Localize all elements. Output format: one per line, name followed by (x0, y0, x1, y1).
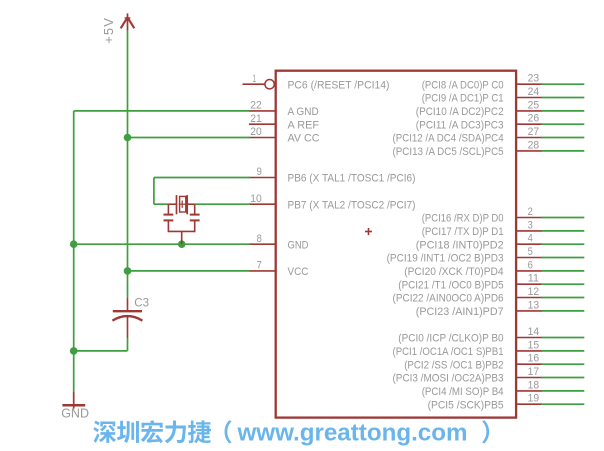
svg-text:17: 17 (528, 366, 540, 378)
svg-text:13: 13 (528, 299, 540, 311)
svg-text:(PCI23 /AIN1)PD7: (PCI23 /AIN1)PD7 (416, 306, 504, 318)
svg-text:25: 25 (528, 99, 540, 111)
svg-text:(PCI18 /INT0)PD2: (PCI18 /INT0)PD2 (416, 239, 504, 251)
svg-text:A GND: A GND (288, 106, 319, 118)
svg-text:AV CC: AV CC (288, 133, 320, 145)
svg-text:15: 15 (528, 339, 540, 351)
svg-text:(PCI9 /A DC1)P C1: (PCI9 /A DC1)P C1 (422, 93, 504, 105)
svg-text:8: 8 (257, 233, 262, 245)
svg-text:(PCI19 /INT1 /OC2 B)PD3: (PCI19 /INT1 /OC2 B)PD3 (387, 253, 504, 265)
svg-text:6: 6 (528, 259, 533, 271)
svg-text:C3: C3 (134, 295, 149, 309)
svg-text:PC6 (/RESET /PCI14): PC6 (/RESET /PCI14) (288, 79, 390, 91)
svg-text:14: 14 (528, 326, 540, 338)
svg-text:VCC: VCC (288, 266, 309, 278)
svg-text:(PCI22 /AIN0OC0 A)PD6: (PCI22 /AIN0OC0 A)PD6 (393, 293, 504, 305)
svg-text:5: 5 (528, 246, 533, 258)
svg-text:A REF: A REF (288, 119, 320, 131)
svg-text:9: 9 (257, 166, 262, 178)
svg-text:10: 10 (250, 193, 261, 205)
svg-text:(PCI17 /TX D)P D1: (PCI17 /TX D)P D1 (422, 226, 504, 238)
svg-text:3: 3 (528, 219, 533, 231)
svg-text:www.greattong.com: www.greattong.com (236, 420, 467, 447)
svg-text:26: 26 (528, 113, 540, 125)
svg-text:(PCI3 /MOSI /OC2A)PB3: (PCI3 /MOSI /OC2A)PB3 (393, 373, 504, 385)
svg-text:16: 16 (528, 353, 540, 365)
svg-text:27: 27 (528, 126, 540, 138)
svg-text:22: 22 (250, 100, 261, 112)
svg-text:(PCI11 /A DC3)PC3: (PCI11 /A DC3)PC3 (416, 119, 504, 131)
svg-text:12: 12 (528, 286, 540, 298)
svg-text:20: 20 (250, 126, 261, 138)
svg-text:11: 11 (528, 273, 540, 285)
svg-text:23: 23 (528, 73, 540, 85)
svg-text:(PCI20 /XCK /T0)PD4: (PCI20 /XCK /T0)PD4 (404, 266, 503, 278)
svg-text:4: 4 (528, 233, 533, 245)
svg-text:7: 7 (257, 260, 262, 272)
svg-text:(PCI4 /MI SO)P B4: (PCI4 /MI SO)P B4 (422, 386, 504, 398)
svg-text:(PCI2 /SS /OC1 B)PB2: (PCI2 /SS /OC1 B)PB2 (404, 359, 503, 371)
svg-text:GND: GND (288, 239, 309, 251)
svg-text:2: 2 (528, 206, 533, 218)
svg-text:21: 21 (250, 113, 261, 125)
svg-text:(PCI12 /A DC4 /SDA)PC4: (PCI12 /A DC4 /SDA)PC4 (393, 133, 504, 145)
svg-text:(PCI5 /SCK)PB5: (PCI5 /SCK)PB5 (428, 399, 504, 411)
svg-text:(PCI1 /OC1A /OC1 S)PB1: (PCI1 /OC1A /OC1 S)PB1 (393, 346, 504, 358)
svg-text:(PCI8 /A DC0)P C0: (PCI8 /A DC0)P C0 (422, 79, 504, 91)
svg-text:19: 19 (528, 393, 540, 405)
svg-text:(PCI10 /A DC2)PC2: (PCI10 /A DC2)PC2 (416, 106, 504, 118)
svg-text:PB6 (X TAL1 /TOSC1 /PCI6): PB6 (X TAL1 /TOSC1 /PCI6) (288, 173, 416, 185)
svg-text:28: 28 (528, 139, 540, 151)
svg-text:PB7 (X TAL2 /TOSC2 /PCI7): PB7 (X TAL2 /TOSC2 /PCI7) (288, 199, 416, 211)
svg-text:(PCI0 /ICP /CLKO)P B0: (PCI0 /ICP /CLKO)P B0 (398, 333, 503, 345)
svg-text:1: 1 (253, 73, 257, 85)
svg-text:24: 24 (528, 86, 540, 98)
svg-text:(PCI21 /T1 /OC0 B)PD5: (PCI21 /T1 /OC0 B)PD5 (398, 279, 503, 291)
svg-text:(PCI13 /A DC5 /SCL)PC5: (PCI13 /A DC5 /SCL)PC5 (393, 146, 504, 158)
svg-text:18: 18 (528, 379, 540, 391)
svg-text:+5V: +5V (101, 17, 116, 44)
svg-text:GND: GND (61, 407, 89, 421)
svg-text:(PCI16 /RX D)P D0: (PCI16 /RX D)P D0 (422, 213, 504, 225)
